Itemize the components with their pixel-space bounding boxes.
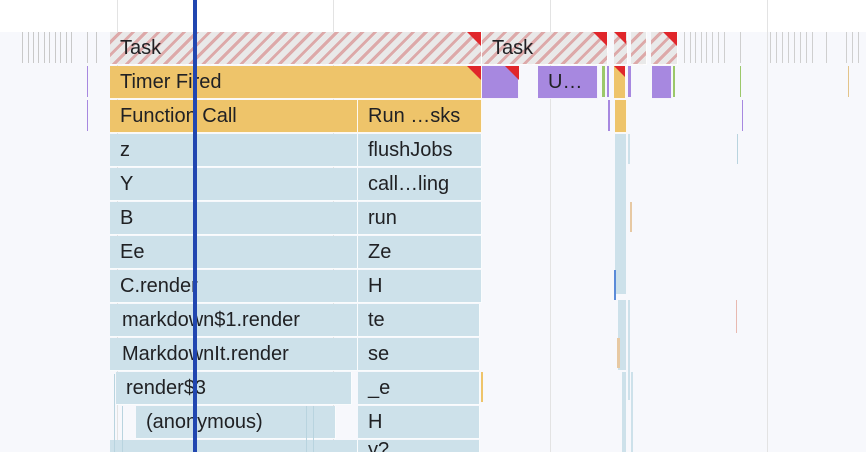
js-frame-deep[interactable] (110, 440, 358, 452)
paint-tick (673, 66, 675, 97)
paint-tick (602, 66, 605, 97)
js-frame-ee[interactable]: Ee (110, 236, 358, 269)
frame-label: _e (368, 377, 391, 399)
event-tick (608, 100, 610, 131)
long-task-marker (467, 32, 481, 46)
event-tick (628, 66, 631, 97)
task-label: Task (120, 37, 162, 59)
js-frame-run[interactable]: run (358, 202, 482, 235)
long-task-marker (467, 66, 481, 80)
long-task-marker (593, 32, 607, 46)
task-block-second[interactable]: Task (482, 32, 608, 65)
frame-sliver (122, 406, 123, 452)
js-frame-markdown-render[interactable]: markdown$1.render (110, 304, 358, 337)
frame-label: H (368, 411, 383, 433)
frame-label: B (120, 207, 134, 229)
time-cursor[interactable] (193, 0, 197, 452)
frame-label: Ze (368, 241, 392, 263)
frame-label: MarkdownIt.render (122, 343, 289, 365)
timer-fired-block[interactable]: Timer Fired (110, 66, 482, 99)
function-call-small[interactable] (615, 100, 627, 133)
frame-label: markdown$1.render (122, 309, 300, 331)
frame-sliver (114, 374, 115, 452)
frame-label: call…ling (368, 173, 450, 195)
event-block[interactable] (652, 66, 672, 99)
task-block-main[interactable]: Task (110, 32, 482, 65)
js-frame-b[interactable]: B (110, 202, 358, 235)
frame-label: Function Call (120, 105, 237, 127)
js-frame-te[interactable]: te (358, 304, 480, 337)
run-tasks-block[interactable]: Run …sks (358, 100, 482, 133)
long-task-marker (505, 66, 519, 80)
event-tick (607, 66, 609, 97)
grid-line (767, 0, 768, 452)
frame-sliver (313, 406, 314, 452)
js-frame-flushjobs[interactable]: flushJobs (358, 134, 482, 167)
js-frame-underscore-e[interactable]: _e (358, 372, 480, 405)
js-frame-callwithhandling[interactable]: call…ling (358, 168, 482, 201)
timeline-header (0, 0, 866, 32)
event-label: U… (548, 71, 583, 93)
long-task-marker (663, 32, 677, 46)
event-block-u[interactable]: U… (538, 66, 598, 99)
frame-label: Ee (120, 241, 145, 263)
js-frame-markdownit-render[interactable]: MarkdownIt.render (110, 338, 358, 371)
frame-label: C.render (120, 275, 198, 297)
frame-label: H (368, 275, 383, 297)
frame-label: se (368, 343, 390, 365)
frame-label: y? (368, 440, 390, 452)
js-frame-render3[interactable]: render$3 (116, 372, 352, 405)
task-block[interactable] (631, 32, 647, 65)
frame-label: Y (120, 173, 134, 195)
long-task-marker (614, 32, 626, 44)
frame-label: z (120, 139, 130, 161)
task-label: Task (492, 37, 534, 59)
js-frame-y2[interactable]: y? (358, 440, 480, 452)
js-frame-c-render[interactable]: C.render (110, 270, 358, 303)
frame-label: (anonymous) (146, 411, 263, 433)
frame-label: run (368, 207, 397, 229)
frame-label: te (368, 309, 385, 331)
frame-label: flushJobs (368, 139, 453, 161)
js-frame-h2[interactable]: H (358, 406, 480, 439)
js-frame-se[interactable]: se (358, 338, 480, 371)
long-task-marker (614, 66, 625, 77)
function-call-block[interactable]: Function Call (110, 100, 358, 133)
js-frame-ze[interactable]: Ze (358, 236, 482, 269)
frame-sliver (306, 406, 307, 452)
js-frame-y[interactable]: Y (110, 168, 358, 201)
grid-line (550, 0, 551, 452)
timer-fired-label: Timer Fired (120, 71, 222, 93)
frame-tick (481, 372, 483, 402)
frame-label: Run …sks (368, 105, 461, 127)
js-frame-h[interactable]: H (358, 270, 482, 303)
js-frame-z[interactable]: z (110, 134, 358, 167)
